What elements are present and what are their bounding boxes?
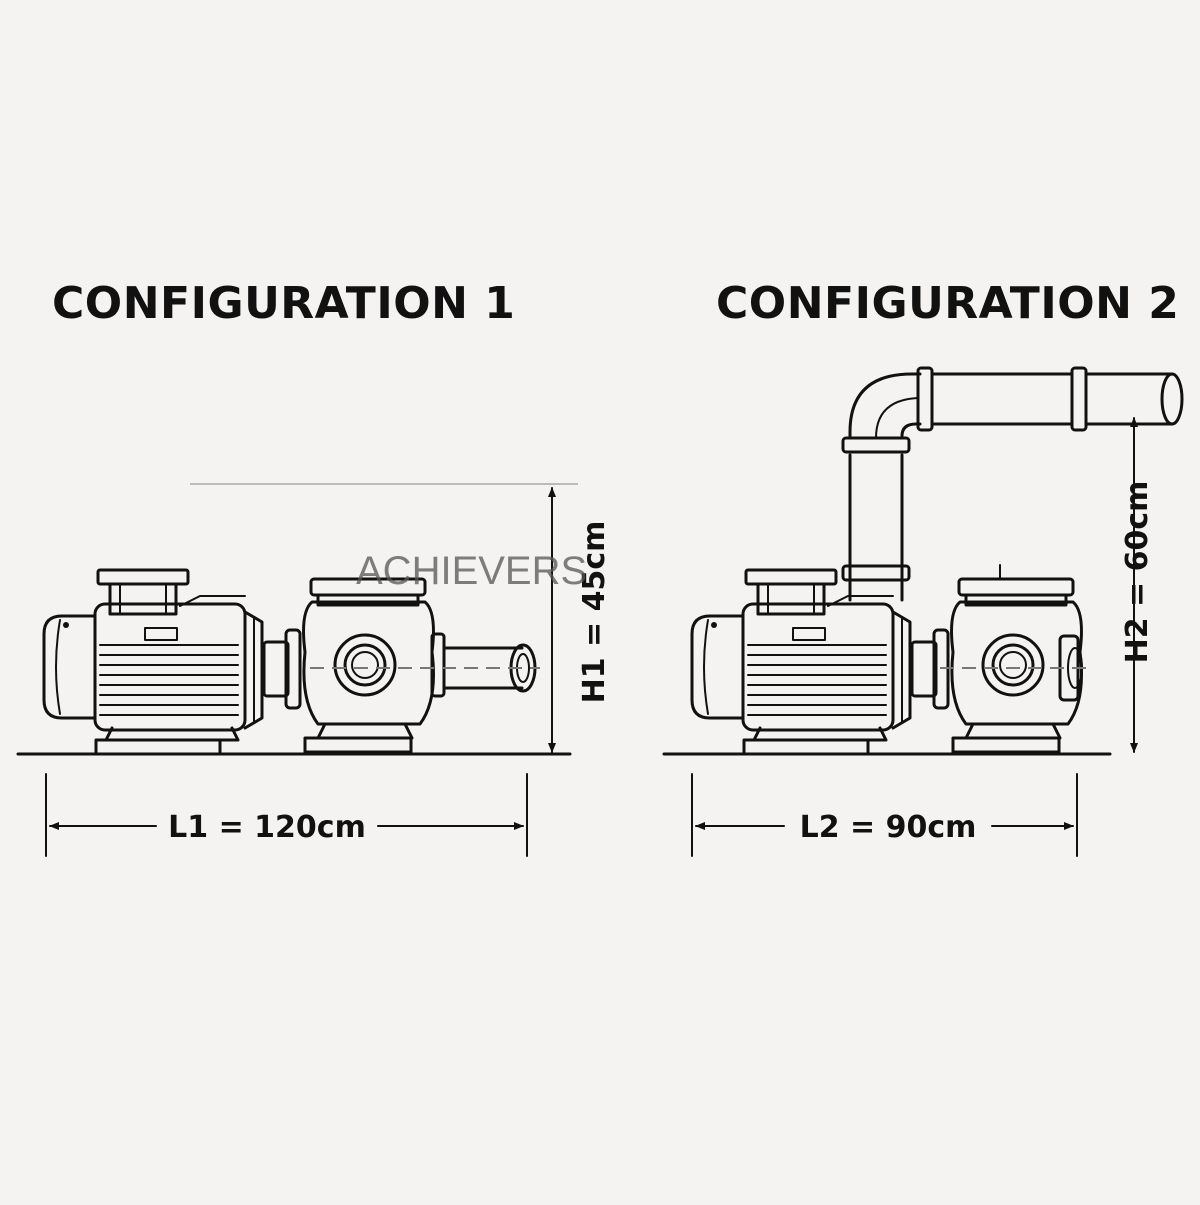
config-2-title: CONFIGURATION 2 [716, 278, 1179, 329]
motor-pump-assembly-icon [690, 568, 1083, 756]
discharge-pipe [310, 632, 540, 698]
length-2-label: L2 = 90cm [800, 810, 977, 845]
height-2-label: H2 = 60cm [1120, 481, 1155, 664]
config-2-diagram: H2 = 60cm L2 = 90cm [662, 366, 1184, 857]
motor-pump-assembly-icon [42, 568, 435, 756]
side-nozzle [940, 564, 1090, 702]
config-1-diagram: H1 = 45cm L1 = 120cm [16, 483, 612, 857]
watermark-text: ACHIEVERS [356, 549, 587, 593]
height-1-label: H1 = 45cm [577, 521, 612, 704]
config-1-title: CONFIGURATION 1 [52, 278, 515, 329]
length-1-label: L1 = 120cm [168, 810, 366, 845]
overhead-pipe [841, 366, 1184, 602]
